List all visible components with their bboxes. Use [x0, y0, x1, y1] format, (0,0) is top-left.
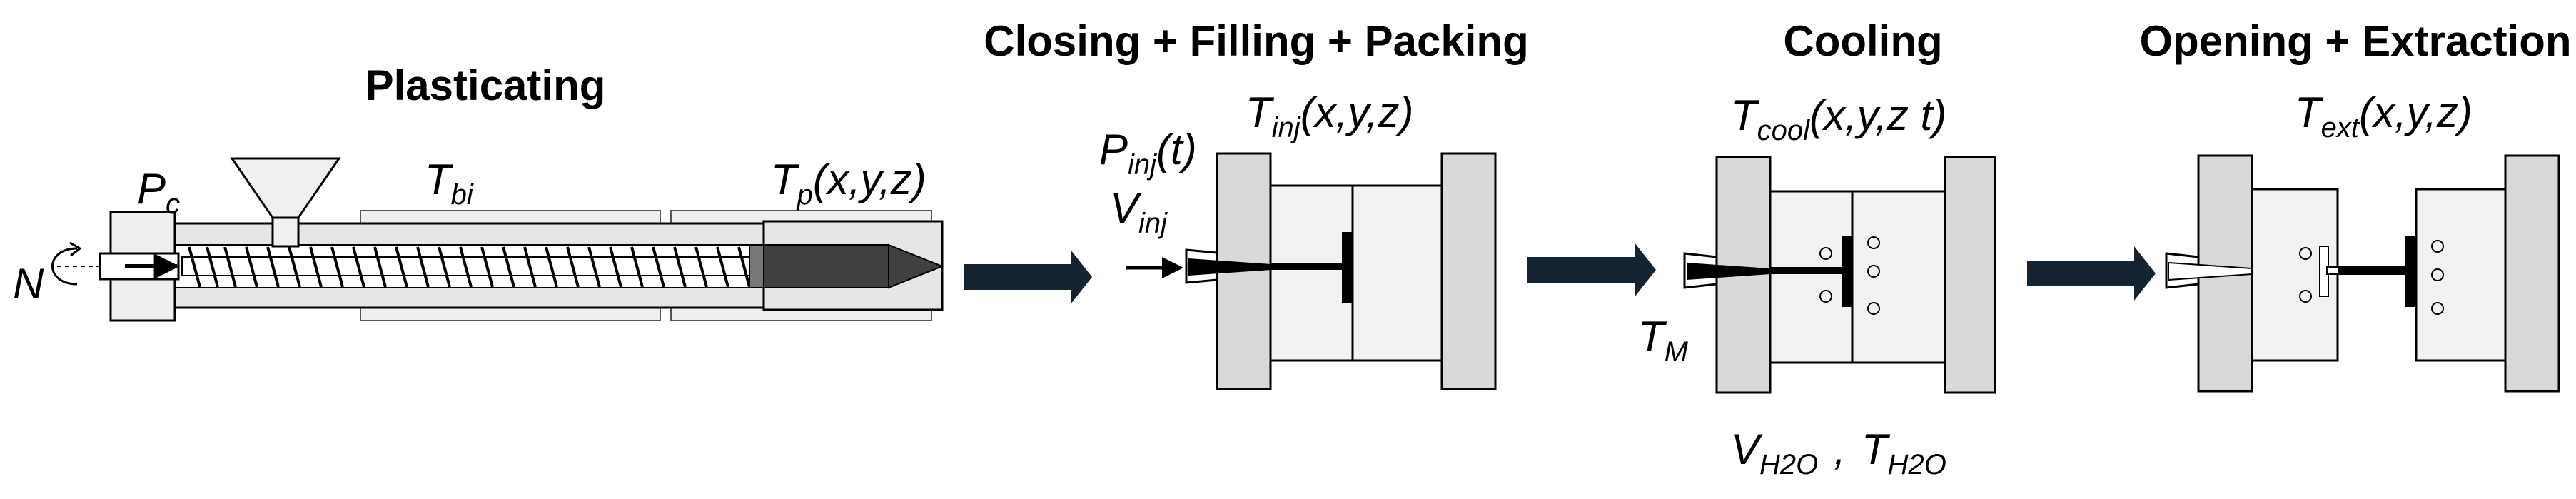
stage-title-cooling: Cooling [1783, 17, 1942, 65]
rotation-icon [51, 247, 78, 286]
ejected-part [2405, 236, 2416, 307]
label-tp: Tp(x,y,z) [771, 156, 926, 211]
transition-arrow-3 [2027, 246, 2156, 301]
screw-flights [188, 246, 751, 288]
cooling-channel-icon [1867, 302, 1880, 315]
label-pc: Pc [137, 165, 180, 220]
empty-cavity [2319, 246, 2329, 297]
label-tinj: Tinj(x,y,z) [1246, 89, 1414, 143]
moving-mold-half [2415, 188, 2507, 362]
runner [1770, 267, 1842, 274]
label-pinj: Pinj(t) [1099, 126, 1197, 181]
rotation-arrowhead-icon [69, 241, 82, 257]
fixed-mold-half [1769, 190, 1854, 364]
mold-cooling [1683, 156, 1996, 394]
cooling-channel-icon [2299, 290, 2312, 303]
check-ring [749, 244, 766, 288]
moving-mold-half [1851, 190, 1946, 364]
cooling-channel-icon [1819, 290, 1832, 303]
melt [763, 244, 889, 288]
empty-sprue-channel [2168, 261, 2253, 281]
plasticating-unit [51, 157, 944, 322]
stage-title-filling: Closing + Filling + Packing [984, 17, 1528, 65]
sprue [1188, 258, 1271, 276]
screw-shaft [181, 256, 764, 276]
stage-title-opening: Opening + Extraction [2139, 17, 2571, 65]
cooling-channel-icon [1867, 236, 1880, 249]
cooling-channel-icon [2431, 268, 2444, 281]
ejected-runner [2338, 267, 2409, 274]
cooling-channel-icon [1867, 265, 1880, 278]
moving-platen [1944, 156, 1996, 394]
drive-block-bottom [109, 276, 176, 322]
transition-arrow-1 [964, 250, 1092, 304]
part [1842, 236, 1852, 307]
hopper [230, 157, 341, 219]
cooling-channel-icon [2299, 247, 2312, 260]
label-tbi: Tbi [425, 156, 474, 211]
fixed-mold-half [1269, 184, 1354, 362]
mold-opening [2165, 154, 2560, 393]
moving-platen [1440, 152, 1497, 390]
transition-arrow-2 [1527, 243, 1656, 297]
cooling-channel-icon [1819, 247, 1832, 260]
moving-platen [2504, 154, 2560, 393]
label-text: Text(x,y,z) [2295, 89, 2473, 143]
mold-filling [1126, 152, 1497, 390]
part [1342, 232, 1353, 303]
drive-block-top [109, 211, 176, 256]
label-n: N [13, 260, 44, 308]
stage-title-plasticating: Plasticating [365, 61, 606, 109]
label-vinj: Vinj [1110, 184, 1168, 239]
cooling-channel-icon [2431, 240, 2444, 253]
label-tcool: Tcool(x,y,z t) [1731, 91, 1946, 146]
hopper-throat [271, 216, 300, 248]
runner [1271, 263, 1342, 270]
cooling-channel-icon [2431, 302, 2444, 315]
label-water: VH2O,TH2O [1731, 425, 1946, 480]
moving-mold-half [1351, 184, 1443, 362]
sprue [1687, 263, 1770, 280]
label-tm: TM [1638, 313, 1689, 368]
nozzle-tip [888, 243, 944, 289]
